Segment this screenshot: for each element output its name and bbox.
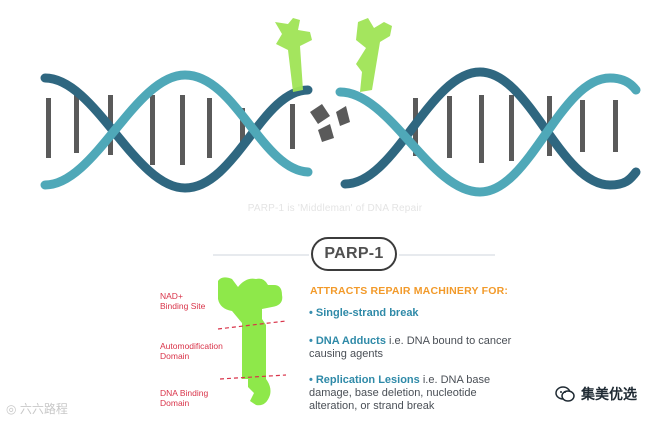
rung	[580, 100, 585, 152]
bullet-term: DNA Adducts	[315, 335, 386, 347]
rung	[479, 95, 484, 163]
divider-left	[213, 254, 309, 256]
rung	[613, 100, 618, 152]
label-line: Automodification	[160, 341, 223, 351]
bullet-term: Replication Lesions	[315, 374, 420, 386]
bullet-replication-lesions: •Replication Lesions i.e. DNA base damag…	[309, 374, 519, 413]
wechat-icon	[555, 386, 575, 402]
dna-strand-dark	[40, 73, 313, 193]
parp-protein-right	[356, 18, 392, 92]
watermark-left-text: 六六路程	[19, 402, 68, 416]
watermark-logo-icon: ◎	[6, 402, 17, 416]
parp1-protein-diagram	[217, 277, 287, 406]
watermark-left: ◎ 六六路程	[6, 400, 68, 417]
label-nad-binding-site: NAD+ Binding Site	[160, 291, 205, 311]
dna-strand-dark-right	[340, 67, 641, 190]
parp-protein-left	[275, 18, 312, 92]
repair-heading: ATTRACTS REPAIR MACHINERY FOR:	[310, 285, 509, 297]
label-line: Domain	[160, 351, 190, 361]
rung	[447, 96, 452, 158]
divider-right	[399, 254, 495, 256]
bullet-dot: •	[309, 374, 313, 386]
bullet-term: Single-strand break	[315, 307, 419, 319]
bullet-dot: •	[309, 307, 313, 319]
watermark-right-text: 集美优选	[581, 386, 637, 402]
label-line: DNA Binding	[160, 388, 209, 398]
bullet-dna-adducts: •DNA Adducts i.e. DNA bound to cancer ca…	[309, 335, 519, 361]
parp1-protein-shape	[218, 277, 283, 406]
bullet-dot: •	[309, 335, 313, 347]
rung	[207, 98, 212, 158]
label-dna-binding-domain: DNA Binding Domain	[160, 388, 208, 408]
rung	[240, 108, 245, 150]
dna-helix-illustration	[40, 18, 641, 197]
broken-base-fragment	[318, 124, 334, 142]
watermark-right: 集美优选	[555, 384, 637, 404]
label-line: Domain	[160, 398, 190, 408]
diagram-caption: PARP-1 is 'Middleman' of DNA Repair	[247, 203, 423, 214]
broken-base-fragment	[310, 104, 330, 124]
rung	[74, 95, 79, 153]
rung	[509, 95, 514, 161]
rung	[290, 104, 295, 149]
section-title: PARP-1	[311, 237, 397, 271]
rung	[150, 95, 155, 165]
label-line: NAD+	[160, 291, 183, 301]
dna-strand-light	[40, 70, 313, 190]
bullet-text: i.e. DNA bound to cancer causing agents	[309, 335, 512, 360]
bullet-single-strand-break: •Single-strand break	[309, 307, 519, 320]
rung	[180, 95, 185, 165]
label-automodification-domain: Automodification Domain	[160, 341, 223, 361]
dna-strand-light-right	[335, 73, 641, 197]
domain-boundary-line	[217, 320, 287, 330]
label-line: Binding Site	[160, 301, 206, 311]
broken-base-fragment	[336, 106, 350, 126]
rung	[46, 98, 51, 158]
bullet-text: i.e. DNA base damage, base deletion, nuc…	[309, 374, 491, 412]
